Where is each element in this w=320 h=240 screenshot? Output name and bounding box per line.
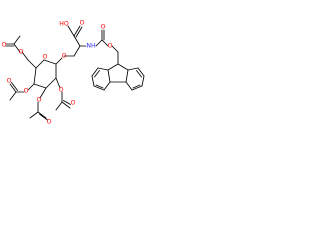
acetate-c4-ester-oxygen-label: O [24, 88, 29, 95]
ring-oxygen-label: O [43, 54, 48, 61]
glycosidic-oxygen-label: O [62, 53, 67, 60]
acetate-c4-carbonyl-oxygen-label: O [7, 78, 12, 85]
fmoc-carbamate [95, 29, 119, 65]
acetate-c6 [5, 35, 37, 69]
acetate-c2 [55, 77, 71, 111]
acetate-c6-ester-oxygen-label: O [19, 49, 24, 56]
acetate-c4 [9, 82, 35, 101]
molecule-structure: O O O HO NH O O [2, 20, 145, 126]
acetate-c2-ester-oxygen-label: O [59, 87, 64, 94]
acetate-c3-ester-oxygen-label: O [37, 97, 42, 104]
acetate-c3-carbonyl-oxygen-label: O [47, 119, 52, 126]
hydroxyl-label: HO [59, 21, 69, 28]
pyranose-ring [33, 59, 57, 89]
amine-label: NH [86, 43, 96, 50]
glycosidic-linkage [55, 45, 81, 65]
carboxyl-oxygen-label: O [80, 20, 85, 27]
fluorene-ring-system [91, 63, 145, 91]
carbamate-carbonyl-oxygen-label: O [101, 24, 106, 31]
carbamate-ester-oxygen-label: O [108, 43, 113, 50]
serine-backbone [67, 25, 87, 47]
acetate-c2-carbonyl-oxygen-label: O [71, 100, 76, 107]
acetate-c6-carbonyl-oxygen-label: O [2, 42, 7, 49]
acetate-c3 [29, 87, 48, 121]
